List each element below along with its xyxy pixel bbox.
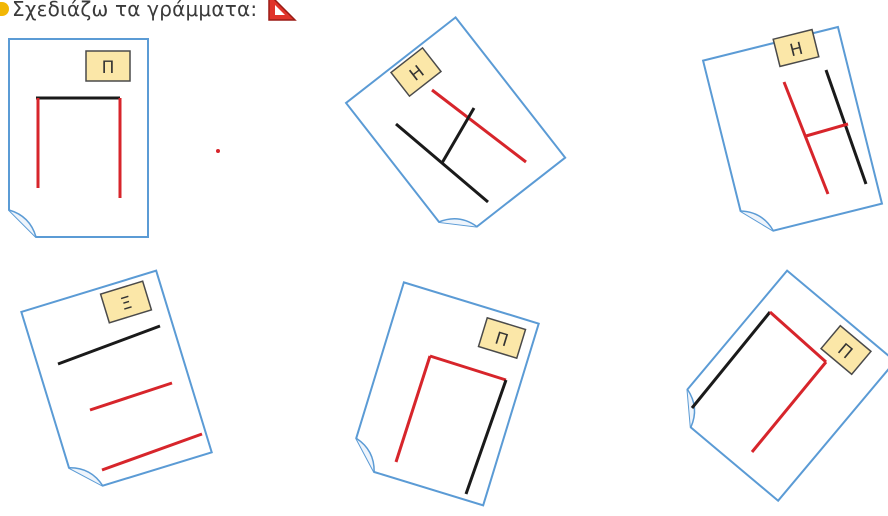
instruction-text: Σχεδιάζω τα γράμματα:	[12, 0, 257, 21]
ruler-triangle-icon	[265, 0, 299, 26]
letter-tag: Π	[86, 51, 130, 81]
letter-card-5: Π	[336, 276, 556, 516]
letter-card-2: Η	[326, 10, 586, 250]
instruction-header: Σχεδιάζω τα γράμματα:	[0, 0, 299, 24]
letter-card-3: Η	[688, 10, 888, 250]
bullet-marker	[0, 2, 9, 16]
letter-card-1: Π	[8, 38, 150, 238]
red-dot	[216, 149, 220, 153]
letter-tag-text: Π	[102, 58, 115, 78]
letter-card-6: Π	[668, 262, 888, 515]
letter-card-4: Ξ	[10, 262, 230, 502]
